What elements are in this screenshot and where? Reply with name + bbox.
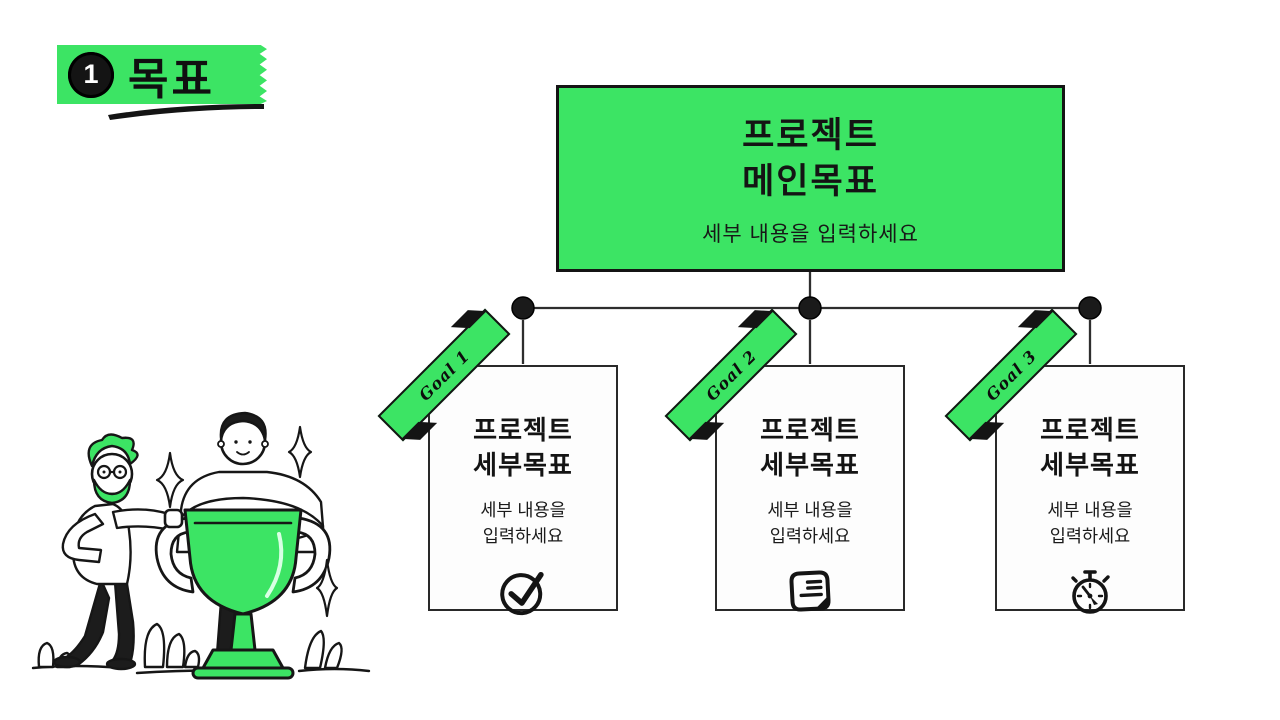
goal-2-placeholder[interactable]: 세부 내용을 입력하세요 <box>717 498 903 549</box>
document-icon <box>717 562 903 620</box>
goal-1-title: 프로젝트 세부목표 <box>430 413 616 483</box>
person-green-hair <box>52 433 173 671</box>
goal-2-title-line1: 프로젝트 <box>760 415 860 445</box>
main-goal-title-line2: 메인목표 <box>742 162 879 202</box>
goal-1-placeholder[interactable]: 세부 내용을 입력하세요 <box>430 498 616 549</box>
header-number-badge: 1 <box>68 51 114 98</box>
goal-card-2: Goal 2 프로젝트 세부목표 세부 내용을 입력하세요 <box>664 308 905 612</box>
goal-2-placeholder-line2: 입력하세요 <box>769 525 851 546</box>
goal-1-ribbon-label: Goal 1 <box>414 345 474 405</box>
goal-3-title-line2: 세부목표 <box>1040 450 1140 481</box>
goal-1-title-line2: 세부목표 <box>473 450 573 481</box>
sparkles <box>155 425 339 618</box>
page-title: 목표 <box>128 54 215 104</box>
goal-3-placeholder-line1: 세부 내용을 <box>1047 500 1133 521</box>
goal-3-placeholder-line2: 입력하세요 <box>1049 525 1131 546</box>
main-goal-title-line1: 프로젝트 <box>742 116 879 155</box>
connector-dot <box>511 296 535 320</box>
goal-card-3: Goal 3 프로젝트 세부목표 세부 내용을 입력하세요 <box>944 308 1185 614</box>
two-people-with-trophy-illustration <box>31 411 371 680</box>
goal-card-1: Goal 1 프로젝트 세부목표 세부 내용을 입력하세요 <box>377 308 618 616</box>
check-circle-icon <box>430 562 616 620</box>
main-goal-box: 프로젝트 메인목표 세부 내용을 입력하세요 <box>556 85 1065 272</box>
goal-3-title-line1: 프로젝트 <box>1040 415 1140 445</box>
header-tape: 1 목표 <box>57 45 267 104</box>
hand-on-trophy <box>163 508 184 529</box>
green-trophy <box>154 508 332 680</box>
goal-3-placeholder[interactable]: 세부 내용을 입력하세요 <box>997 498 1183 549</box>
connector-dot <box>798 296 822 320</box>
header-underline <box>108 104 264 120</box>
connector-dot <box>1078 296 1102 320</box>
goal-2-title: 프로젝트 세부목표 <box>717 413 903 483</box>
main-goal-placeholder[interactable]: 세부 내용을 입력하세요 <box>702 223 919 247</box>
goal-3-title: 프로젝트 세부목표 <box>997 413 1183 483</box>
goal-1-placeholder-line1: 세부 내용을 <box>480 500 566 521</box>
goal-3-ribbon-label: Goal 3 <box>981 345 1041 405</box>
goal-2-title-line2: 세부목표 <box>760 450 860 481</box>
bushes <box>37 622 343 670</box>
goal-1-title-line1: 프로젝트 <box>473 415 573 445</box>
stopwatch-icon <box>997 562 1183 620</box>
goal-2-ribbon-label: Goal 2 <box>701 345 761 405</box>
goal-2-placeholder-line1: 세부 내용을 <box>767 500 853 521</box>
header-number: 1 <box>83 59 99 89</box>
main-goal-title: 프로젝트 메인목표 <box>742 113 879 205</box>
goal-1-placeholder-line2: 입력하세요 <box>482 525 564 546</box>
